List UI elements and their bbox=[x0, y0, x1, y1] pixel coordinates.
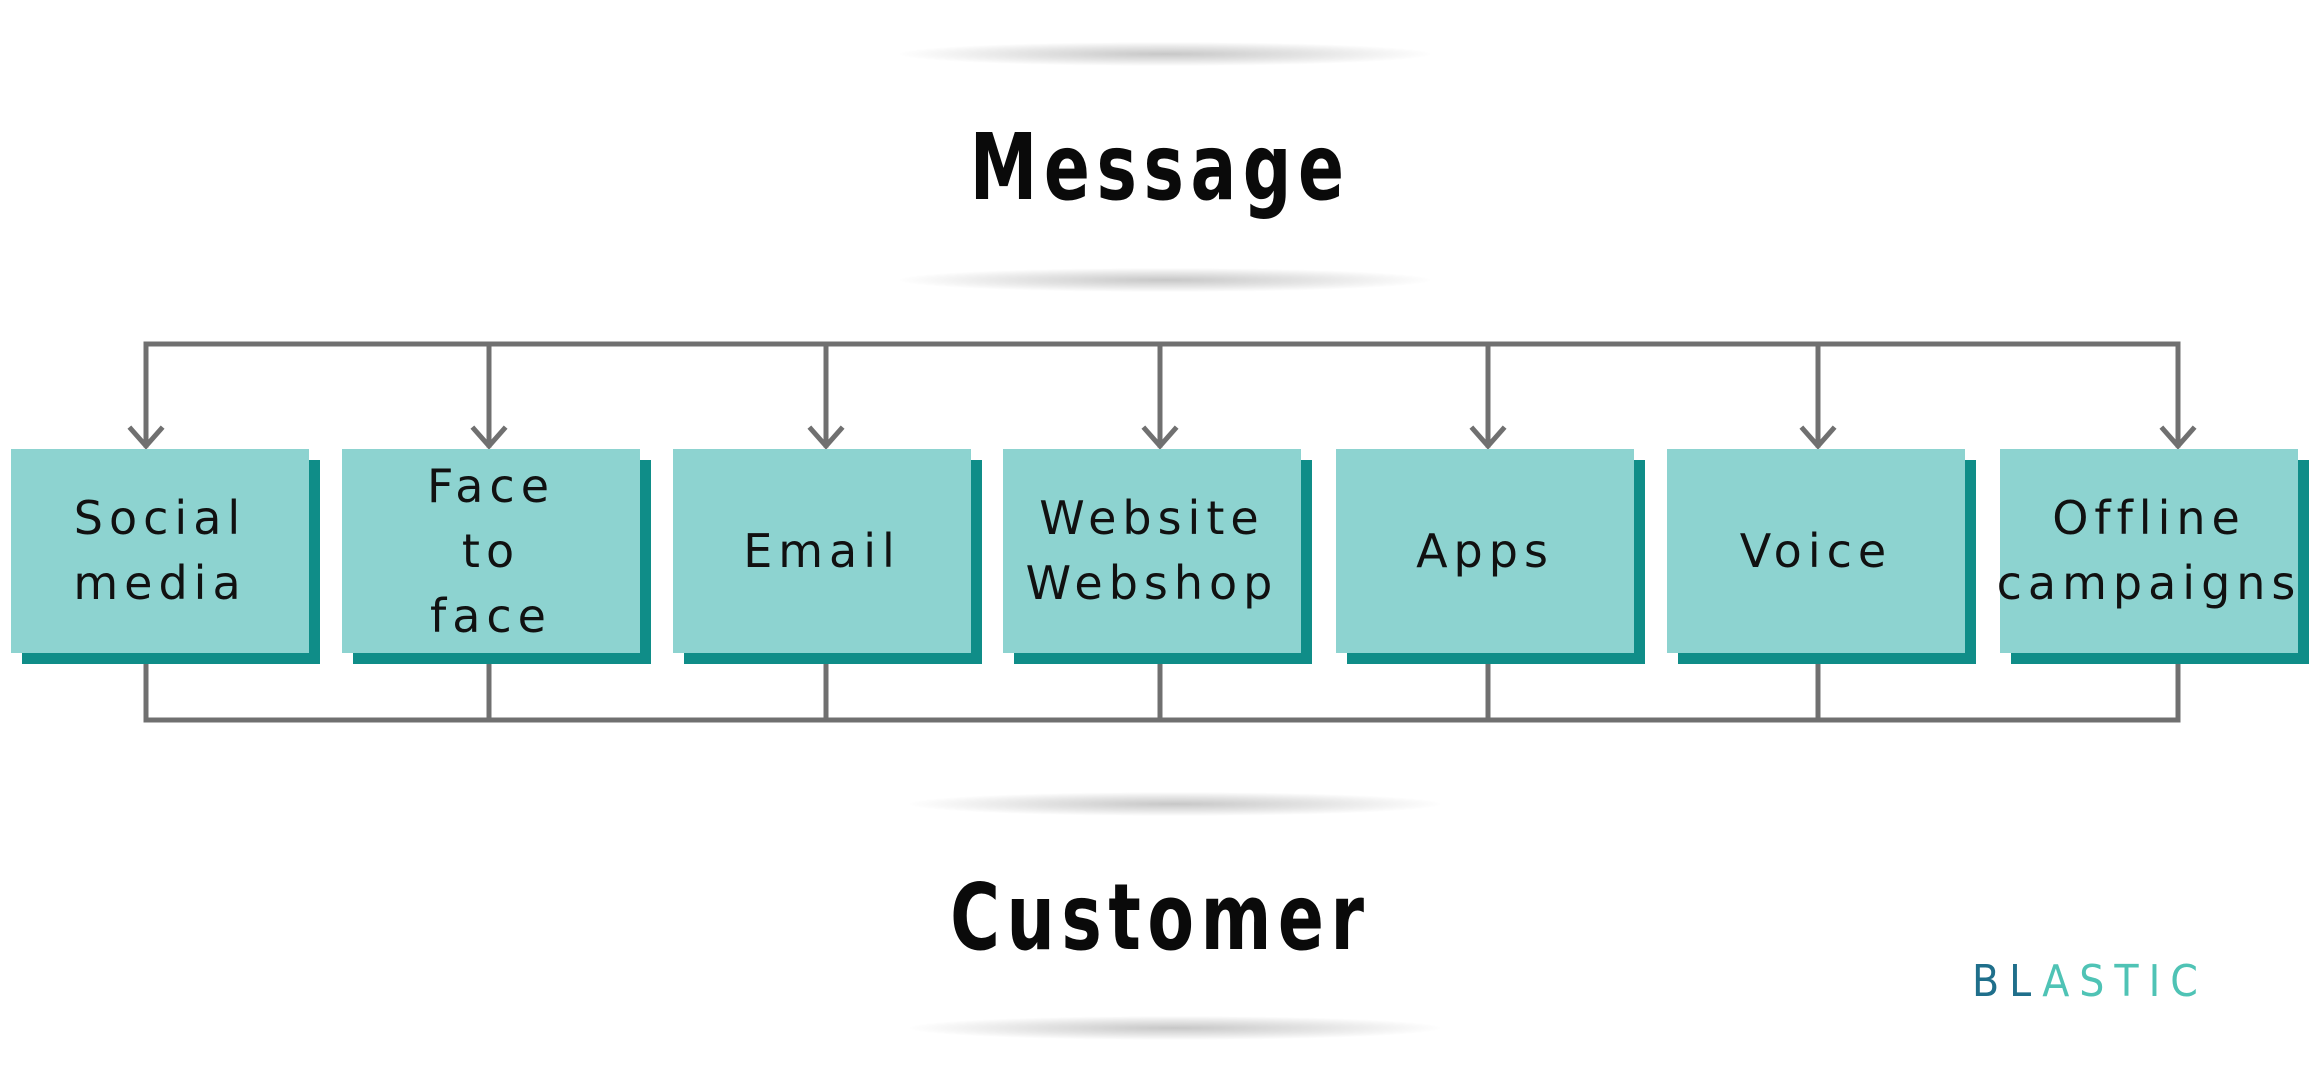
channel-label: Email bbox=[743, 523, 901, 578]
channel-box-social-media: Social media bbox=[11, 449, 309, 653]
arrowhead-0 bbox=[127, 425, 165, 450]
channel-label: Social media bbox=[73, 491, 247, 610]
bottom-heading-lower-shadow bbox=[910, 1016, 1440, 1040]
top-heading-lower-shadow bbox=[900, 268, 1430, 292]
channel-box-website-webshop: Website Webshop bbox=[1003, 449, 1301, 653]
channel-box-voice: Voice bbox=[1667, 449, 1965, 653]
channel-label: Face to face bbox=[426, 458, 556, 643]
channel-box-offline-campaigns: Offline campaigns bbox=[1997, 449, 2298, 653]
arrowhead-2 bbox=[807, 425, 845, 450]
bottom-heading-upper-shadow bbox=[910, 792, 1440, 816]
arrowhead-1 bbox=[470, 425, 508, 450]
message-heading-text: Message bbox=[969, 114, 1351, 221]
arrowhead-5 bbox=[1799, 425, 1837, 450]
arrowhead-3 bbox=[1141, 425, 1179, 450]
channel-box-face-to-face: Face to face bbox=[342, 449, 640, 653]
customer-heading-text: Customer bbox=[949, 864, 1371, 971]
channel-box-email: Email bbox=[673, 449, 971, 653]
channel-label: Website Webshop bbox=[1025, 491, 1279, 610]
channel-label: Voice bbox=[1739, 523, 1893, 578]
logo-part-2: ASTIC bbox=[2042, 956, 2208, 1007]
channel-label: Apps bbox=[1416, 523, 1554, 578]
arrowhead-6 bbox=[2159, 425, 2197, 450]
logo-part-1: BL bbox=[1972, 956, 2043, 1007]
top-heading-upper-shadow bbox=[900, 42, 1430, 66]
channel-label: Offline campaigns bbox=[1996, 491, 2302, 610]
arrowhead-4 bbox=[1469, 425, 1507, 450]
customer-heading: Customer bbox=[0, 858, 2320, 978]
channel-box-apps: Apps bbox=[1336, 449, 1634, 653]
blastic-logo: BLASTIC bbox=[1972, 952, 2208, 1012]
message-heading: Message bbox=[0, 108, 2320, 228]
